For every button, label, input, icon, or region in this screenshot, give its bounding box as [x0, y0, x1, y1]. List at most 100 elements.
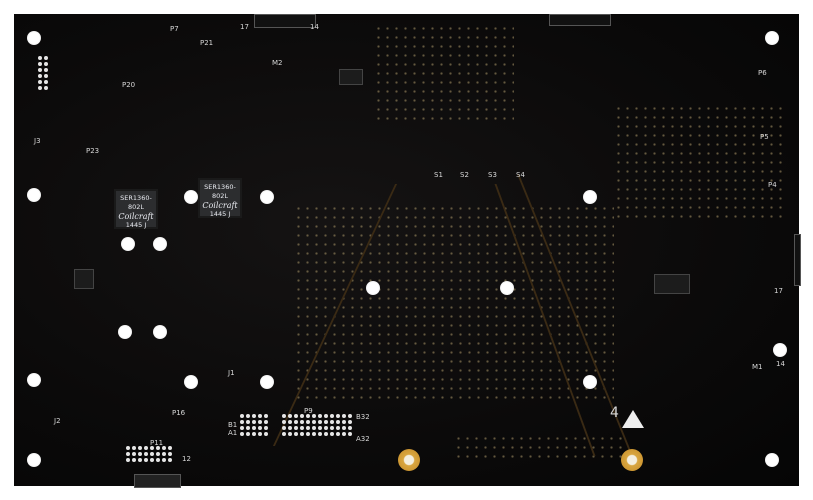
inductor-code: 1445 J	[209, 210, 231, 218]
pin	[156, 452, 160, 456]
pin	[264, 420, 268, 424]
pin	[300, 432, 304, 436]
mounting-hole	[765, 453, 779, 467]
pin	[330, 414, 334, 418]
pin	[132, 452, 136, 456]
pin	[288, 420, 292, 424]
pin	[162, 452, 166, 456]
label-s3: S3	[488, 171, 497, 179]
pin	[258, 420, 262, 424]
mounting-hole	[260, 190, 274, 204]
header-pins-p11	[126, 446, 172, 462]
inductor: SER1360-802L Coilcraft 1445 J	[198, 178, 242, 218]
label-p20: P20	[122, 81, 136, 89]
pin	[144, 446, 148, 450]
pin	[324, 420, 328, 424]
label-m1: M1	[752, 363, 763, 371]
label-j1: J1	[228, 369, 235, 377]
label-p11: P11	[150, 439, 164, 447]
pin	[318, 426, 322, 430]
label-14-right: 14	[776, 360, 785, 368]
pin	[282, 426, 286, 430]
label-b32: B32	[356, 413, 370, 421]
pin	[294, 432, 298, 436]
label-12: 12	[182, 455, 191, 463]
inductor-part: SER1360-802L	[120, 194, 152, 211]
inductor-code: 1445 J	[125, 221, 147, 229]
pin	[162, 458, 166, 462]
label-p21: P21	[200, 39, 214, 47]
pin	[258, 426, 262, 430]
pin	[312, 432, 316, 436]
connector	[134, 474, 181, 488]
pin	[324, 426, 328, 430]
pin	[300, 420, 304, 424]
chip	[654, 274, 690, 294]
pin	[282, 420, 286, 424]
pin	[312, 426, 316, 430]
pin	[138, 452, 142, 456]
label-p6: P6	[758, 69, 767, 77]
pin	[258, 432, 262, 436]
inductor-part: SER1360-802L	[204, 183, 236, 200]
pin	[246, 420, 250, 424]
pin	[246, 432, 250, 436]
pin	[138, 446, 142, 450]
label-17-right: 17	[774, 287, 783, 295]
pin	[306, 432, 310, 436]
label-a1: A1	[228, 429, 238, 437]
label-s2: S2	[460, 171, 469, 179]
pin	[240, 414, 244, 418]
chip	[74, 269, 94, 289]
pin	[294, 420, 298, 424]
pin	[126, 452, 130, 456]
via-field	[294, 204, 614, 404]
label-p9: P9	[304, 407, 313, 415]
label-s4: S4	[516, 171, 525, 179]
pin	[342, 420, 346, 424]
pin	[126, 446, 130, 450]
pin	[318, 420, 322, 424]
pin	[348, 420, 352, 424]
pin	[288, 426, 292, 430]
mounting-hole	[500, 281, 514, 295]
pin	[258, 414, 262, 418]
pin	[282, 432, 286, 436]
via-field	[454, 434, 624, 464]
pin	[156, 458, 160, 462]
header-pins-p9-right	[282, 414, 352, 436]
connector	[549, 14, 611, 26]
inductor-brand: Coilcraft	[118, 212, 154, 221]
pin	[246, 414, 250, 418]
mounting-hole-gold	[621, 449, 643, 471]
pin	[150, 458, 154, 462]
label-a32: A32	[356, 435, 370, 443]
pin	[150, 446, 154, 450]
chip	[339, 69, 363, 85]
inductor: SER1360-802L Coilcraft 1445 J	[114, 189, 158, 229]
pin	[288, 414, 292, 418]
label-j2: J2	[54, 417, 61, 425]
pin	[144, 452, 148, 456]
mounting-hole	[765, 31, 779, 45]
mounting-hole	[583, 190, 597, 204]
pin	[312, 414, 316, 418]
pin	[252, 420, 256, 424]
pin	[312, 420, 316, 424]
mounting-hole	[27, 31, 41, 45]
pin	[330, 426, 334, 430]
pin	[306, 420, 310, 424]
mounting-hole	[118, 325, 132, 339]
label-m2: M2	[272, 59, 283, 67]
pin	[240, 420, 244, 424]
mounting-hole	[27, 188, 41, 202]
mounting-hole	[184, 375, 198, 389]
pin	[348, 432, 352, 436]
mounting-hole	[153, 237, 167, 251]
mounting-hole	[773, 343, 787, 357]
label-p5: P5	[760, 133, 769, 141]
pin	[330, 432, 334, 436]
pin	[294, 426, 298, 430]
pin	[246, 426, 250, 430]
mounting-hole	[184, 190, 198, 204]
